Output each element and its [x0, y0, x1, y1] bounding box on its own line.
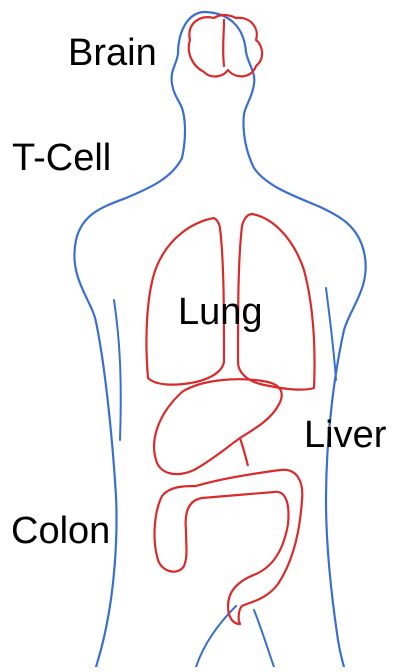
body-outline-right [203, 12, 366, 667]
leg-right-line [254, 610, 274, 667]
colon-shape [155, 470, 303, 624]
label-lung: Lung [178, 293, 263, 331]
label-liver: Liver [304, 416, 386, 454]
body-outline [74, 12, 203, 667]
label-tcell: T-Cell [12, 139, 111, 177]
left-arm-inner [114, 300, 121, 440]
label-colon: Colon [11, 512, 110, 550]
liver-shape [154, 379, 282, 474]
right-arm-inner [326, 288, 336, 380]
label-brain: Brain [68, 34, 157, 72]
